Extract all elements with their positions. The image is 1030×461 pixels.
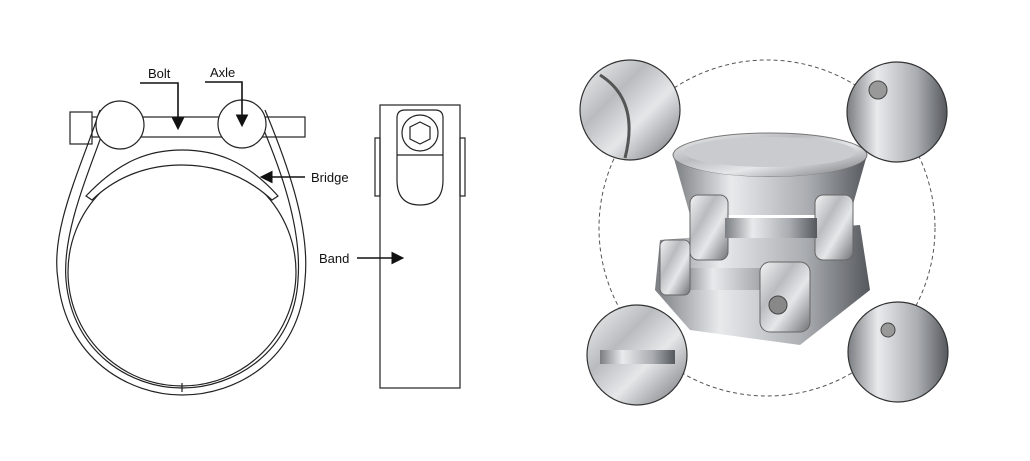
left-axle xyxy=(95,100,145,150)
clamp-side-view xyxy=(374,104,466,389)
clamp-front-view xyxy=(56,99,307,396)
bridge xyxy=(85,149,279,201)
label-band: Band xyxy=(319,251,349,266)
band-circle xyxy=(67,157,297,387)
detail-photo-band-edge xyxy=(579,59,681,161)
clamp-photo xyxy=(655,132,870,345)
band-outer xyxy=(56,109,307,396)
label-axle: Axle xyxy=(210,65,235,80)
detail-photo-bolt xyxy=(586,304,688,406)
dashed-ring xyxy=(598,59,936,397)
detail-photo-axle xyxy=(846,61,948,163)
label-bridge: Bridge xyxy=(311,170,349,185)
callouts xyxy=(140,81,405,265)
detail-photo-bridge xyxy=(847,301,949,403)
bolt-head xyxy=(69,111,93,145)
label-bolt: Bolt xyxy=(148,66,171,81)
